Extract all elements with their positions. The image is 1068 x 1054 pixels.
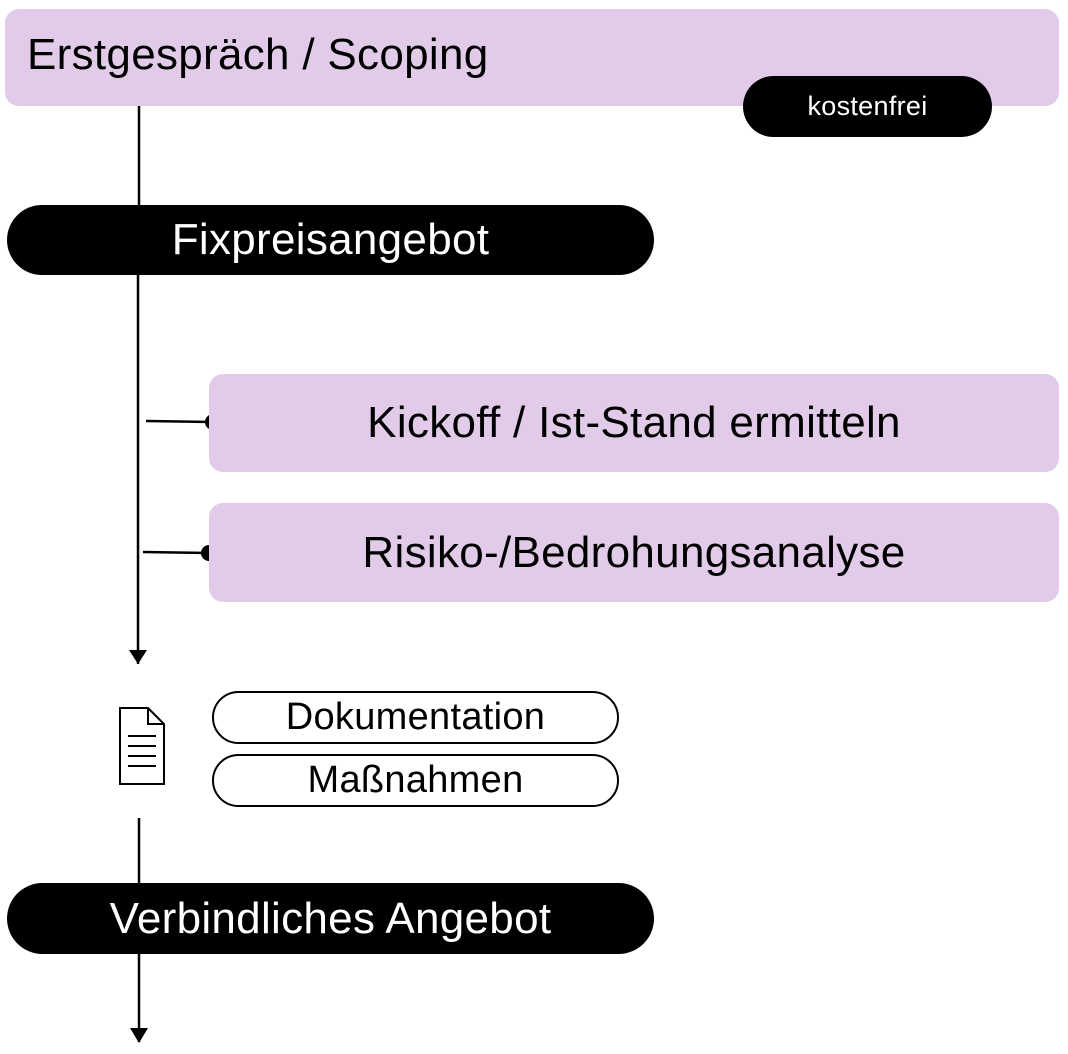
arrowhead-final [130,1028,148,1043]
output-measures-label: Maßnahmen [307,759,524,801]
step-kickoff: Kickoff / Ist-Stand ermitteln [209,374,1059,472]
output-documentation-label: Dokumentation [285,696,546,738]
step-fixed-offer: Fixpreisangebot [7,205,654,275]
step-risk-analysis-label: Risiko-/Bedrohungsanalyse [362,527,906,577]
step-fixed-offer-label: Fixpreisangebot [171,215,490,264]
branch-risk [142,550,210,555]
step-binding-offer: Verbindliches Angebot [7,883,654,954]
document-icon [118,706,166,786]
step-binding-offer-label: Verbindliches Angebot [109,893,552,943]
output-measures: Maßnahmen [212,754,619,807]
step-kickoff-label: Kickoff / Ist-Stand ermitteln [367,398,901,447]
arrowhead-main [129,650,147,664]
step-risk-analysis: Risiko-/Bedrohungsanalyse [209,503,1059,602]
step-scoping: Erstgespräch / Scoping [5,9,1059,106]
badge-free-label: kostenfrei [807,91,928,121]
badge-free: kostenfrei [743,76,992,137]
step-scoping-label: Erstgespräch / Scoping [27,29,489,79]
branch-kickoff [145,419,213,424]
output-documentation: Dokumentation [212,691,619,744]
